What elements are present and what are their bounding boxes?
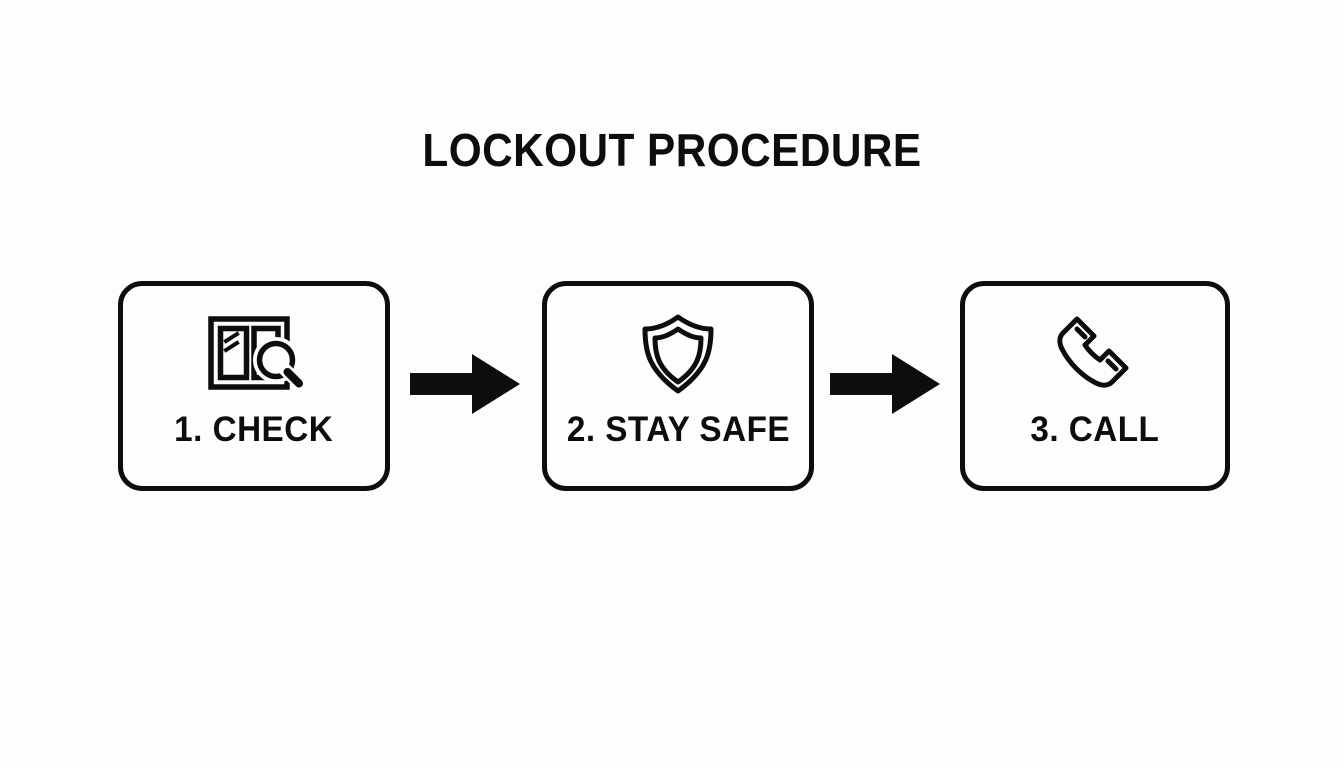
step-card-check[interactable]: 1. CHECK [118, 281, 390, 491]
step-label-check: 1. CHECK [174, 410, 334, 449]
telephone-handset-icon [1049, 312, 1141, 396]
shield-icon [634, 312, 722, 396]
arrow-right-icon-1 [410, 351, 522, 417]
step-label-call: 3. CALL [1030, 410, 1160, 449]
step-card-call[interactable]: 3. CALL [960, 281, 1230, 491]
arrow-right-icon-2 [830, 351, 942, 417]
process-flow: 1. CHECK 2. STAY SAFE [118, 281, 1230, 493]
step-label-stay-safe: 2. STAY SAFE [566, 410, 790, 449]
door-inspection-magnifier-icon [198, 312, 310, 396]
step-card-stay-safe[interactable]: 2. STAY SAFE [542, 281, 814, 491]
page-title: LOCKOUT PROCEDURE [422, 124, 922, 176]
